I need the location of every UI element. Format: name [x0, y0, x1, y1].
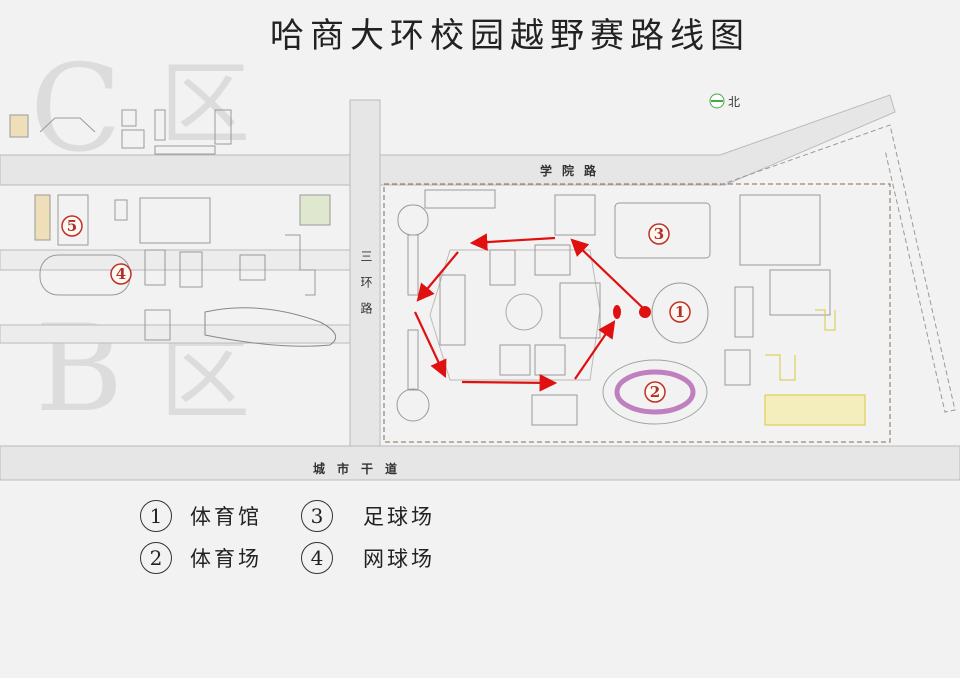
legend-number: 3 — [301, 500, 333, 532]
legend-label: 体育馆 — [190, 505, 262, 529]
zone-c-suffix: 区 — [160, 52, 250, 157]
legend-label: 网球场 — [363, 547, 435, 571]
legend-item-tennis: 4 网球场 — [301, 542, 435, 574]
map-title: 哈商大环校园越野赛路线图 — [270, 16, 750, 56]
stadium — [602, 359, 708, 425]
road-west — [349, 99, 381, 451]
road-south — [0, 445, 960, 481]
svg-text:3: 3 — [654, 225, 664, 243]
legend-number: 2 — [140, 542, 172, 574]
legend-label: 足球场 — [363, 505, 435, 529]
campus-boundary — [383, 183, 891, 443]
legend-number: 1 — [140, 500, 172, 532]
campus-buildings — [396, 189, 866, 426]
legend-number: 4 — [301, 542, 333, 574]
legend-item-football: 3 足球场 — [301, 500, 435, 532]
svg-text:1: 1 — [675, 303, 685, 321]
race-route — [414, 233, 646, 392]
road-label-south: 城市干道 — [313, 461, 409, 476]
start-point — [639, 306, 651, 318]
marker-1: 1 — [669, 301, 691, 323]
zone-b-letter: B — [35, 300, 123, 439]
road-label-north: 学院路 — [540, 163, 606, 178]
road-label-west: 三环路 — [359, 250, 373, 328]
svg-text:4: 4 — [116, 265, 126, 283]
north-arrow: 北 — [709, 93, 740, 109]
svg-text:5: 5 — [67, 217, 77, 235]
legend-item-stadium: 2 体育场 — [140, 542, 262, 574]
marker-3: 3 — [648, 223, 670, 245]
marker-2: 2 — [644, 381, 666, 403]
north-label: 北 — [728, 95, 740, 109]
zone-watermarks: C 区 B 区 — [30, 40, 250, 439]
finish-point — [613, 305, 621, 319]
zone-b-suffix: 区 — [160, 327, 250, 432]
legend-label: 体育场 — [190, 547, 262, 571]
legend-item-gym: 1 体育馆 — [140, 500, 262, 532]
road-north — [0, 94, 896, 186]
west-buildings — [9, 109, 337, 347]
marker-5: 5 — [61, 215, 83, 237]
svg-text:2: 2 — [650, 383, 660, 401]
marker-4: 4 — [110, 263, 132, 285]
roads — [0, 94, 960, 481]
